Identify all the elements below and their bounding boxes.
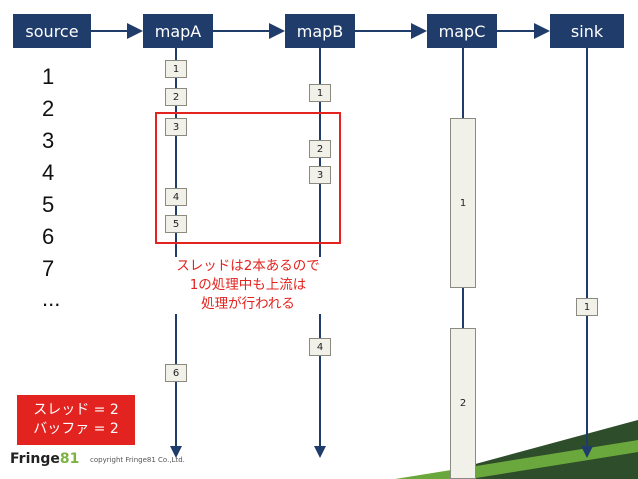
stage-mapA: mapA (143, 14, 213, 48)
lane-arrowhead (314, 446, 326, 458)
lane-mapB (319, 48, 321, 448)
copyright-text: copyright Fringe81 Co.,Ltd. (90, 456, 185, 464)
logo-main: Fringe (10, 451, 60, 467)
note-line: スレッドは2本あるので (176, 258, 320, 274)
lane-arrowhead (170, 446, 182, 458)
mapA-item: 5 (165, 215, 187, 233)
stage-mapB: mapB (285, 14, 355, 48)
mapC-item: 2 (450, 328, 476, 479)
mapA-item: 4 (165, 188, 187, 206)
mapA-item: 1 (165, 60, 187, 78)
mapA-item: 6 (165, 364, 187, 382)
mapA-item: 3 (165, 118, 187, 136)
note-line: 処理が行われる (201, 296, 295, 312)
stage-mapC: mapC (427, 14, 497, 48)
note-line: 1の処理中も上流は (189, 277, 307, 293)
badge-threads: スレッド = 2 (33, 402, 119, 418)
logo-accent: 81 (59, 451, 80, 467)
mapB-item: 3 (309, 166, 331, 184)
mapB-item: 2 (309, 140, 331, 158)
source-item: 4 (42, 160, 55, 185)
mapB-item: 1 (309, 84, 331, 102)
annotation-note: スレッドは2本あるので 1の処理中も上流は 処理が行われる (162, 257, 334, 314)
company-logo: Fringe81 (10, 451, 79, 467)
stage-source: source (13, 14, 91, 48)
mapC-item: 1 (450, 118, 476, 288)
mapB-item: 4 (309, 338, 331, 356)
source-item: 5 (42, 192, 55, 217)
highlight-box (155, 112, 341, 244)
stage-connectors (91, 23, 550, 39)
source-item: ... (42, 286, 61, 311)
source-item: 6 (42, 224, 55, 249)
source-item: 1 (42, 64, 55, 89)
source-item: 3 (42, 128, 55, 153)
config-badge: スレッド = 2 バッファ = 2 (17, 395, 135, 445)
source-item: 2 (42, 96, 55, 121)
mapA-item: 2 (165, 88, 187, 106)
lane-mapA (175, 48, 177, 448)
lane-arrowhead (581, 446, 593, 458)
badge-buffer: バッファ = 2 (33, 421, 119, 437)
source-item: 7 (42, 256, 55, 281)
stage-sink: sink (550, 14, 624, 48)
sink-item: 1 (576, 298, 598, 316)
lane-sink (586, 48, 588, 448)
